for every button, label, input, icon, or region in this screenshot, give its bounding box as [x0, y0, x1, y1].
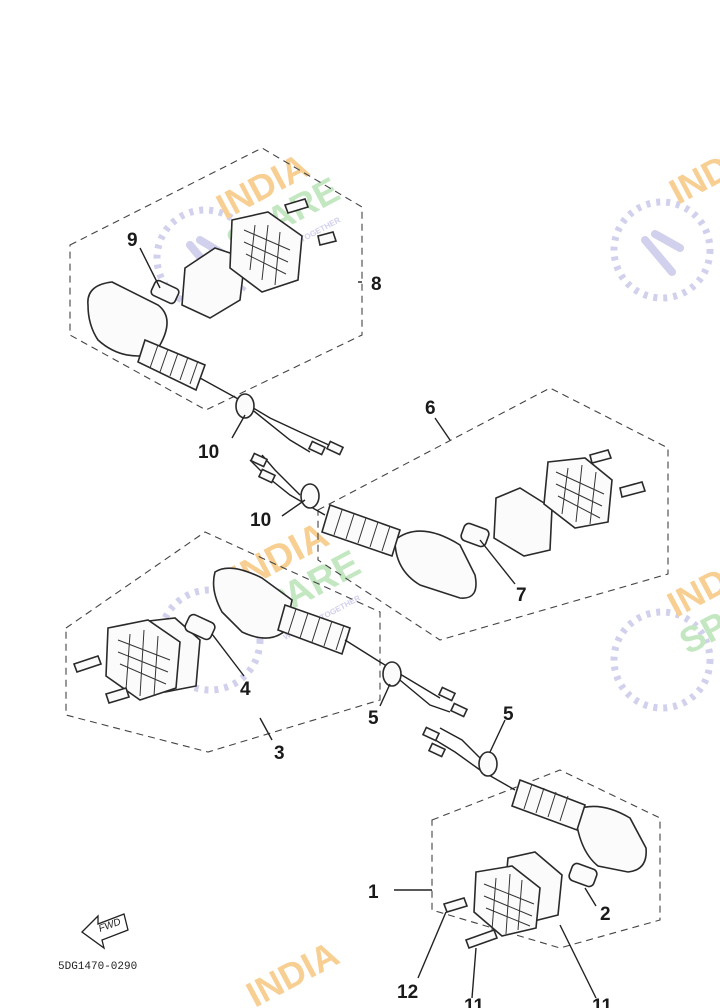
bellows-ribs-8: [149, 344, 199, 385]
stem-bellows-6: [321, 503, 401, 558]
stem-bellows-3: [277, 603, 351, 656]
leader-9: [139, 247, 161, 289]
callout-10-mid: 10: [250, 510, 271, 531]
bellows-ribs-1: [523, 783, 569, 822]
leader-6: [434, 417, 451, 441]
forward-indicator: FWD: [81, 913, 129, 950]
group-boundary-6: [317, 387, 669, 641]
callout-12: 12: [397, 982, 418, 1003]
group-boundary-3: [65, 531, 381, 753]
grommet-10-top: [235, 393, 255, 419]
callout-5-left: 5: [368, 708, 379, 729]
lens-gasket-8: [181, 247, 246, 319]
grommet-5-right: [478, 751, 498, 777]
wire-1: [431, 737, 516, 791]
watermark-logo-right-middle: INDIA SPARE: [610, 543, 720, 712]
assembly-group-6: [249, 387, 669, 641]
lens-6: [543, 457, 613, 529]
callout-5-right: 5: [503, 704, 514, 725]
callout-3: 3: [274, 743, 285, 764]
leader-10b: [281, 499, 306, 517]
callout-4: 4: [240, 679, 251, 700]
leader-12: [417, 911, 447, 979]
bellows-ribs-6: [333, 509, 391, 552]
wire-3b: [394, 675, 451, 713]
bulb-9: [150, 279, 180, 305]
connector-8b: [325, 440, 345, 456]
assembly-group-1: [421, 726, 661, 950]
screw-3b: [104, 687, 131, 704]
fwd-arrow-icon: [81, 913, 129, 950]
callout-8: 8: [371, 274, 382, 295]
watermark-logo-right-top: INDIA: [610, 130, 720, 302]
lens-1: [473, 865, 541, 937]
screw-11: [464, 928, 499, 950]
callout-11-left: 11: [464, 996, 485, 1008]
bulb-2: [568, 862, 598, 888]
lens-grid-6: [555, 464, 605, 525]
leader-3: [259, 717, 273, 741]
screw-6a: [589, 449, 613, 464]
lens-gasket-6: [493, 487, 553, 557]
watermark-text-india-2: INDIA: [663, 130, 720, 212]
leader-10a: [231, 414, 246, 439]
bulb-7: [460, 522, 490, 548]
grommet-5-left: [382, 661, 402, 687]
connector-1a: [421, 726, 441, 742]
screw-3a: [72, 654, 103, 674]
leader-lines: [139, 247, 597, 999]
callout-7: 7: [516, 585, 527, 606]
connector-6b: [257, 468, 277, 484]
callout-labels: 9 8 10 6 10 7 4 5 5 3 1 2 12 11 11: [127, 230, 613, 1008]
grommet-10-mid: [300, 483, 320, 509]
screw-8a: [283, 198, 310, 214]
leader-11b: [559, 924, 597, 999]
leader-2: [584, 887, 597, 907]
wire-8: [199, 377, 341, 451]
screw-8b: [317, 231, 338, 246]
leader-7: [479, 539, 516, 585]
connector-3b: [449, 702, 469, 718]
leader-5a: [379, 683, 391, 707]
connector-1b: [427, 742, 447, 758]
group-boundary-1: [431, 769, 661, 949]
callout-2: 2: [600, 904, 611, 925]
leader-11a: [471, 947, 477, 999]
connector-3a: [437, 686, 457, 702]
assembly-group-8: [69, 147, 363, 456]
wire-8b: [249, 407, 311, 453]
callout-1: 1: [368, 882, 379, 903]
turn-signal-housing-3: [212, 567, 293, 639]
callout-11-right: 11: [592, 996, 613, 1008]
connector-6a: [249, 452, 269, 468]
lens-grid-1: [483, 873, 535, 935]
screw-6b: [619, 481, 647, 498]
group-boundary-8: [69, 147, 363, 411]
turn-signal-housing-1: [574, 805, 647, 873]
assembly-group-3: [65, 531, 469, 753]
turn-signal-housing-8: [87, 281, 168, 357]
leader-5b: [489, 719, 506, 753]
lens-grid-8: [243, 224, 291, 286]
bellows-ribs-3: [287, 608, 345, 651]
watermark-logo-bottom: INDIA: [240, 933, 346, 1008]
bulb-4: [184, 613, 216, 641]
callout-10-top: 10: [198, 442, 219, 463]
callout-6: 6: [425, 398, 436, 419]
stem-bellows-8: [137, 338, 207, 392]
leader-4: [211, 633, 245, 677]
screw-12: [442, 897, 469, 913]
connector-8a: [307, 440, 327, 456]
stem-bellows-1: [511, 778, 586, 832]
lens-3: [105, 619, 181, 701]
turn-signal-housing-6: [394, 530, 477, 599]
watermark-text-india-5: INDIA: [240, 933, 346, 1008]
callout-9: 9: [127, 230, 138, 251]
lens-grid-3: [117, 629, 171, 697]
diagram-code: 5DG1470-0290: [58, 961, 137, 973]
